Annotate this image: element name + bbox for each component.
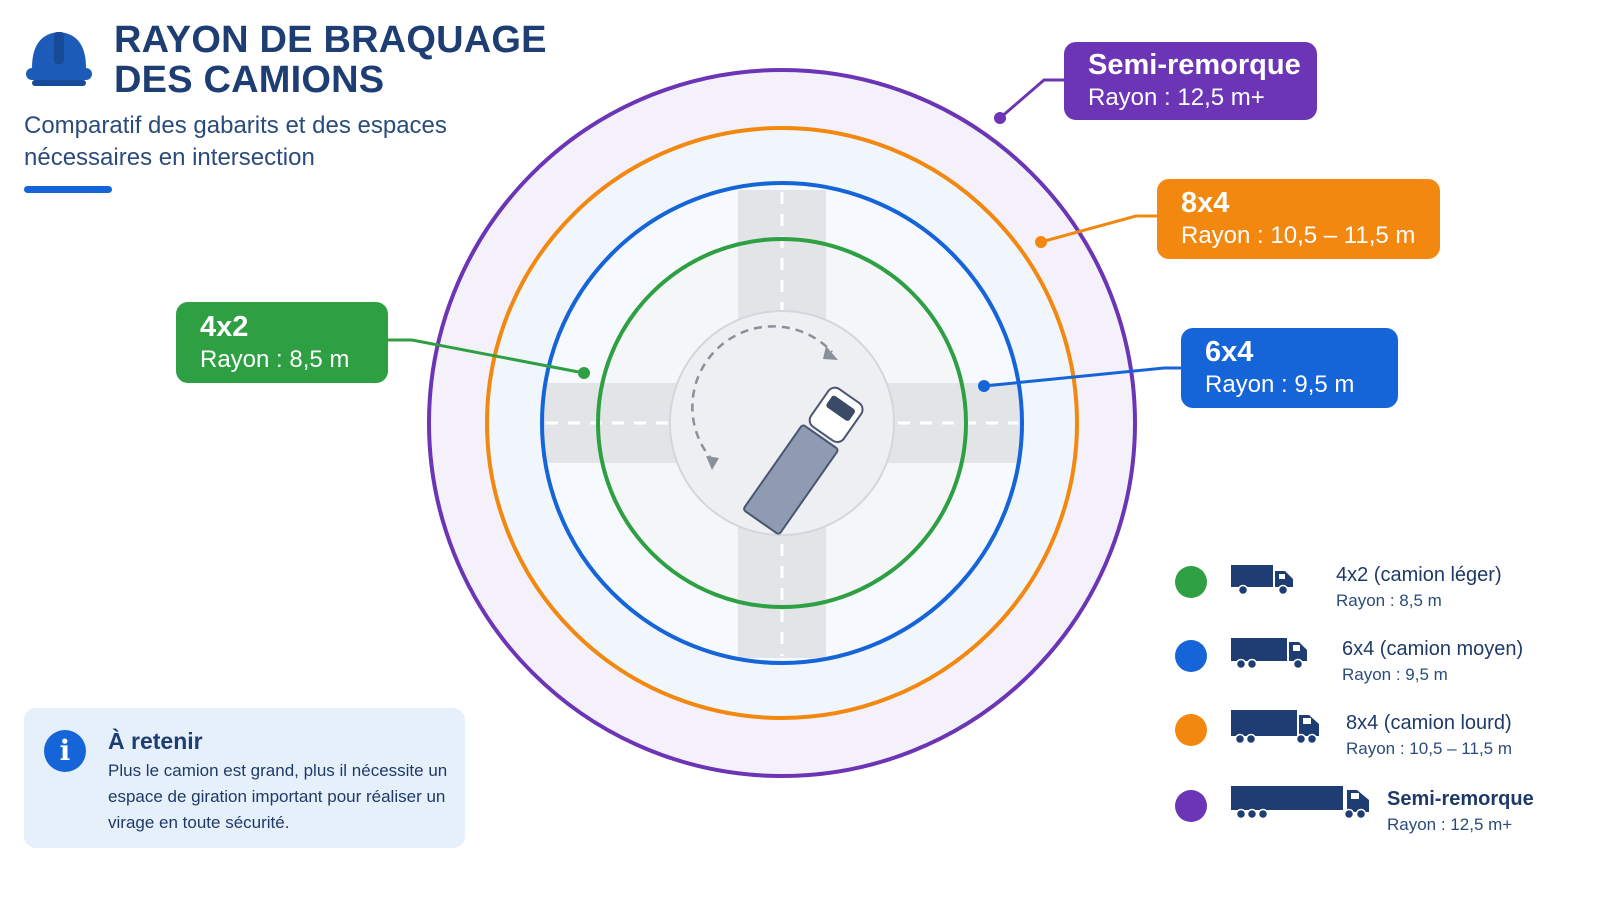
callout-4x2-name: 4x2: [200, 310, 249, 343]
legend-radius-semi: Rayon : 12,5 m+: [1387, 815, 1513, 834]
turning-arrow-tail: [706, 456, 719, 470]
legend-radius-8x4: Rayon : 10,5 – 11,5 m: [1346, 739, 1513, 758]
leader-dot-8x4: [1035, 236, 1047, 248]
legend-name-4x2: 4x2 (camion léger): [1336, 564, 1502, 586]
page-subtitle: Comparatif des gabarits et des espaces n…: [24, 112, 447, 171]
callout-8x4: 8x4 Rayon : 10,5 – 11,5 m: [1157, 179, 1440, 259]
legend-name-6x4: 6x4 (camion moyen): [1342, 638, 1524, 660]
leader-line-4x2: [388, 338, 585, 375]
legend-name-semi: Semi-remorque: [1387, 788, 1534, 810]
legend-dot-green: [1175, 566, 1207, 598]
callout-4x2-radius: Rayon : 8,5 m: [200, 345, 350, 373]
key-takeaway-body: Plus le camion est grand, plus il nécess…: [108, 761, 448, 832]
leader-dot-semi: [994, 112, 1006, 124]
callout-6x4-name: 6x4: [1205, 336, 1254, 368]
page-title-line2: DES CAMIONS: [114, 59, 385, 101]
leader-line-6x4: [983, 366, 1181, 388]
callout-8x4-name: 8x4: [1181, 187, 1230, 219]
legend-radius-4x2: Rayon : 8,5 m: [1336, 591, 1442, 610]
legend-item-8x4: 8x4 (camion lourd) Rayon : 10,5 – 11,5 m: [1175, 710, 1575, 780]
callout-semi-remorque: Semi-remorque Rayon : 12,5 m+: [1064, 42, 1317, 120]
truck-illustration: [743, 386, 864, 535]
callout-6x4-radius: Rayon : 9,5 m: [1205, 371, 1355, 398]
callout-semi-radius: Rayon : 12,5 m+: [1088, 84, 1265, 111]
callout-6x4: 6x4 Rayon : 9,5 m: [1181, 328, 1398, 408]
key-takeaway-box: i À retenir Plus le camion est grand, pl…: [24, 708, 465, 848]
radius-circle-6x4: [540, 181, 1024, 665]
turning-path: [691, 325, 833, 463]
legend-item-4x2: 4x2 (camion léger) Rayon : 8,5 m: [1175, 562, 1575, 632]
radius-circle-semi: [427, 68, 1137, 778]
legend-item-6x4: 6x4 (camion moyen) Rayon : 9,5 m: [1175, 636, 1575, 706]
info-icon: i: [44, 730, 86, 772]
leader-dot-6x4: [978, 380, 990, 392]
leader-dot-4x2: [578, 367, 590, 379]
turning-arrow-head: [823, 346, 838, 360]
legend-dot-blue: [1175, 640, 1207, 672]
semi-trailer-truck-icon: [1231, 786, 1369, 820]
legend-item-semi: Semi-remorque Rayon : 12,5 m+: [1175, 786, 1575, 856]
legend-radius-6x4: Rayon : 9,5 m: [1342, 665, 1448, 684]
radius-circle-4x2: [596, 237, 968, 609]
heavy-truck-icon: [1231, 710, 1319, 744]
callout-8x4-radius: Rayon : 10,5 – 11,5 m: [1181, 222, 1416, 249]
leader-line-semi: [999, 78, 1064, 120]
light-truck-icon: [1231, 565, 1293, 596]
legend-name-8x4: 8x4 (camion lourd): [1346, 712, 1512, 734]
key-takeaway-title: À retenir: [108, 728, 203, 754]
page-title-line1: RAYON DE BRAQUAGE: [114, 19, 547, 61]
medium-truck-icon: [1231, 638, 1307, 670]
hard-hat-icon: [26, 32, 92, 86]
accent-bar: [24, 186, 112, 193]
callout-4x2: 4x2 Rayon : 8,5 m: [176, 302, 388, 383]
callout-semi-name: Semi-remorque: [1088, 49, 1301, 81]
radius-circle-8x4: [485, 126, 1079, 720]
legend-dot-orange: [1175, 714, 1207, 746]
leader-line-8x4: [1040, 214, 1157, 244]
roundabout: [669, 310, 895, 536]
legend-dot-purple: [1175, 790, 1207, 822]
